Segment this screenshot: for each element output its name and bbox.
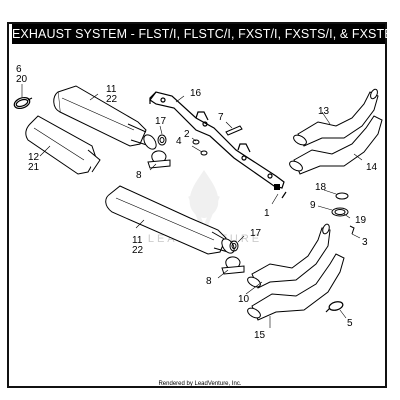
callout-15: 15 xyxy=(254,330,266,341)
diagram-frame xyxy=(7,22,387,388)
callout-11-upper: 11 xyxy=(106,84,117,95)
callout-17-lower: 17 xyxy=(250,228,262,239)
bracket-hardware xyxy=(192,125,243,156)
callout-6: 6 xyxy=(16,64,22,75)
callout-18: 18 xyxy=(315,182,327,193)
callout-17-upper: 17 xyxy=(155,116,167,127)
callout-1: 1 xyxy=(264,208,270,219)
callout-14: 14 xyxy=(366,162,378,173)
callout-13: 13 xyxy=(318,106,330,117)
callout-2: 2 xyxy=(184,129,190,140)
callout-11-lower: 11 xyxy=(132,235,143,246)
title-bar: EXHAUST SYSTEM - FLST/I, FLSTC/I, FXST/I… xyxy=(12,24,400,44)
upper-clamp xyxy=(13,96,33,110)
muffler-mount-bracket xyxy=(149,91,285,189)
lower-rear-pipe xyxy=(247,253,345,321)
callout-8-upper: 8 xyxy=(136,170,142,181)
diagram-title: EXHAUST SYSTEM - FLST/I, FLSTC/I, FXST/I… xyxy=(12,27,400,41)
callout-8-lower: 8 xyxy=(206,276,212,287)
callout-7: 7 xyxy=(218,112,224,123)
lower-muffler-clamp xyxy=(221,256,245,275)
callout-10: 10 xyxy=(238,294,250,305)
exhaust-gaskets xyxy=(331,192,355,235)
lower-clamp xyxy=(325,301,344,313)
callout-20: 20 xyxy=(16,74,28,85)
callout-5: 5 xyxy=(347,318,353,329)
upper-washer xyxy=(157,134,167,146)
callout-21: 21 xyxy=(28,162,40,173)
muffler-heat-shield xyxy=(25,115,101,175)
callout-9: 9 xyxy=(310,200,316,211)
callout-4: 4 xyxy=(176,136,182,147)
lower-muffler xyxy=(105,185,235,255)
footer-credit: Rendered by LeadVenture, Inc. xyxy=(158,381,242,387)
front-header-pipe xyxy=(293,88,379,147)
hanger-block xyxy=(274,184,287,199)
callout-16: 16 xyxy=(190,88,202,99)
lower-washer xyxy=(229,240,239,252)
callout-22-lower: 22 xyxy=(132,245,144,256)
callout-12: 12 xyxy=(28,152,40,163)
callout-22-upper: 22 xyxy=(106,94,118,105)
rear-header-pipe xyxy=(289,115,383,175)
upper-muffler-clamp xyxy=(147,150,171,169)
callout-numbers: 6 20 11 22 12 21 16 17 2 4 7 8 1 13 14 1… xyxy=(16,64,378,341)
upper-muffler xyxy=(53,85,157,150)
callout-19: 19 xyxy=(355,215,367,226)
callout-3: 3 xyxy=(362,237,368,248)
lower-front-pipe xyxy=(247,223,331,289)
callout-leaders xyxy=(21,84,363,328)
